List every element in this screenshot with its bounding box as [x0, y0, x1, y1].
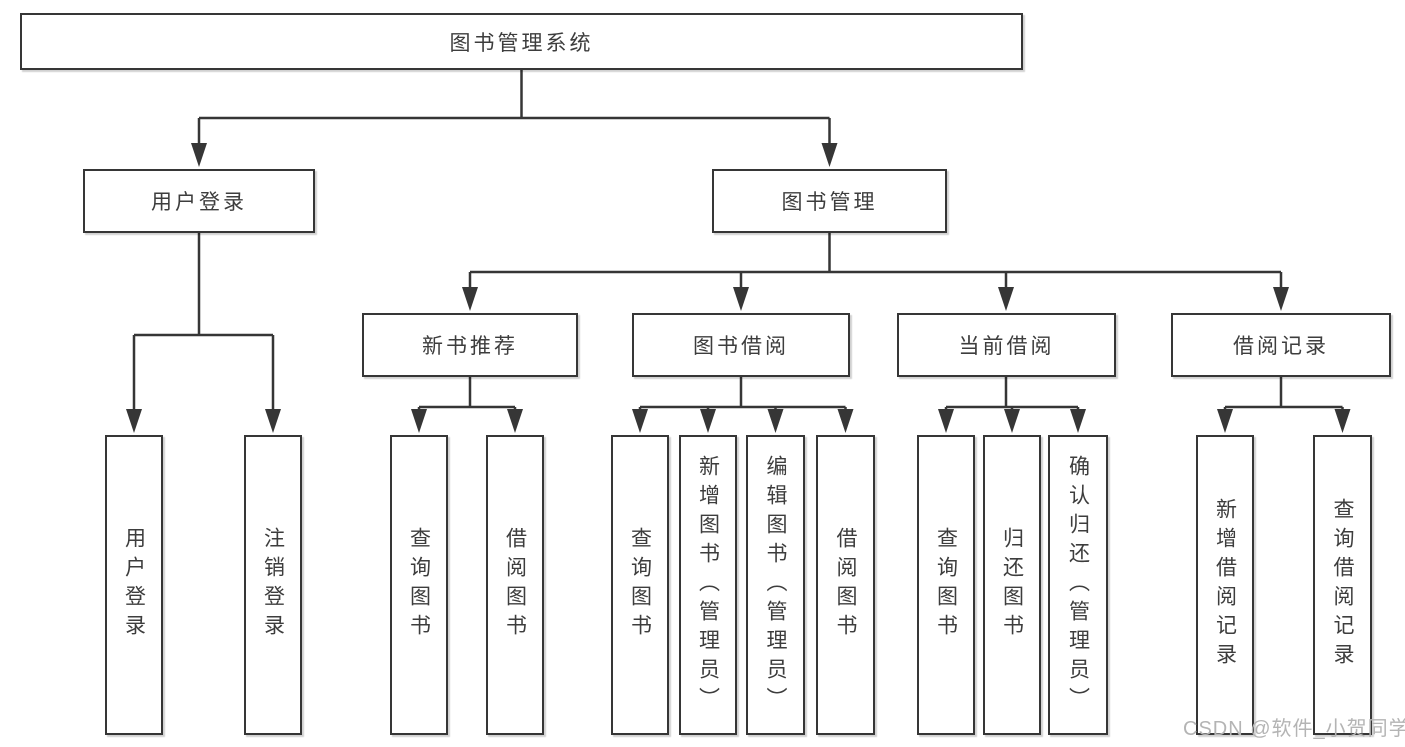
node-leaf-user-login-label: 用户登录: [122, 527, 146, 643]
node-user-login: 用户登录: [83, 169, 315, 233]
node-borrow-records: 借阅记录: [1171, 313, 1391, 377]
connector-borrow-to-leaves: [638, 377, 847, 414]
node-leaf-query-books-current-label: 查询图书: [934, 527, 958, 643]
node-leaf-query-borrow-record: 查询借阅记录: [1313, 435, 1372, 735]
node-leaf-edit-books-admin: 编辑图书（管理员）: [746, 435, 805, 735]
connector-bookmgmt-to-level3: [468, 233, 1283, 292]
node-leaf-add-books-admin: 新增图书（管理员）: [679, 435, 737, 735]
node-leaf-confirm-return-admin-label: 确认归还（管理员）: [1066, 454, 1090, 716]
csdn-watermark: CSDN @软件_小贺同学: [1183, 718, 1405, 740]
node-leaf-return-books: 归还图书: [983, 435, 1041, 735]
node-leaf-add-books-admin-label: 新增图书（管理员）: [696, 454, 720, 716]
node-leaf-query-borrow-record-label: 查询借阅记录: [1331, 498, 1354, 672]
node-leaf-query-books-borrow: 查询图书: [611, 435, 669, 735]
node-leaf-edit-books-admin-label: 编辑图书（管理员）: [764, 454, 787, 716]
node-book-management: 图书管理: [712, 169, 947, 233]
node-current-borrow: 当前借阅: [897, 313, 1116, 377]
node-leaf-query-books-current: 查询图书: [917, 435, 975, 735]
node-current-borrow-label: 当前借阅: [958, 335, 1055, 358]
node-leaf-user-login: 用户登录: [105, 435, 163, 735]
node-leaf-borrow-books-recommend: 借阅图书: [486, 435, 544, 735]
connector-newbook-to-leaves: [417, 377, 517, 414]
node-new-book-recommend-label: 新书推荐: [422, 335, 518, 358]
node-leaf-borrow-books: 借阅图书: [816, 435, 875, 735]
node-book-borrow: 图书借阅: [632, 313, 850, 377]
node-leaf-query-books-recommend-label: 查询图书: [407, 527, 431, 643]
node-leaf-borrow-books-recommend-label: 借阅图书: [503, 527, 527, 643]
node-leaf-add-borrow-record-label: 新增借阅记录: [1213, 498, 1237, 672]
node-leaf-logout: 注销登录: [244, 435, 302, 735]
connector-userlogin-to-leaves: [132, 233, 275, 414]
node-root-label: 图书管理系统: [449, 31, 594, 55]
node-borrow-records-label: 借阅记录: [1233, 335, 1329, 358]
node-leaf-query-books-recommend: 查询图书: [390, 435, 448, 735]
connector-root-to-level2: [197, 70, 831, 148]
node-leaf-query-books-borrow-label: 查询图书: [628, 527, 652, 643]
node-new-book-recommend: 新书推荐: [362, 313, 578, 377]
connector-records-to-leaves: [1223, 377, 1344, 414]
node-leaf-borrow-books-label: 借阅图书: [834, 527, 857, 643]
node-root: 图书管理系统: [20, 13, 1023, 70]
node-book-borrow-label: 图书借阅: [693, 335, 789, 358]
node-leaf-add-borrow-record: 新增借阅记录: [1196, 435, 1254, 735]
connector-current-to-leaves: [944, 377, 1080, 414]
node-leaf-confirm-return-admin: 确认归还（管理员）: [1048, 435, 1108, 735]
node-leaf-logout-label: 注销登录: [261, 527, 285, 643]
node-user-login-label: 用户登录: [151, 191, 247, 214]
node-book-management-label: 图书管理: [781, 191, 878, 214]
node-leaf-return-books-label: 归还图书: [1000, 527, 1024, 643]
